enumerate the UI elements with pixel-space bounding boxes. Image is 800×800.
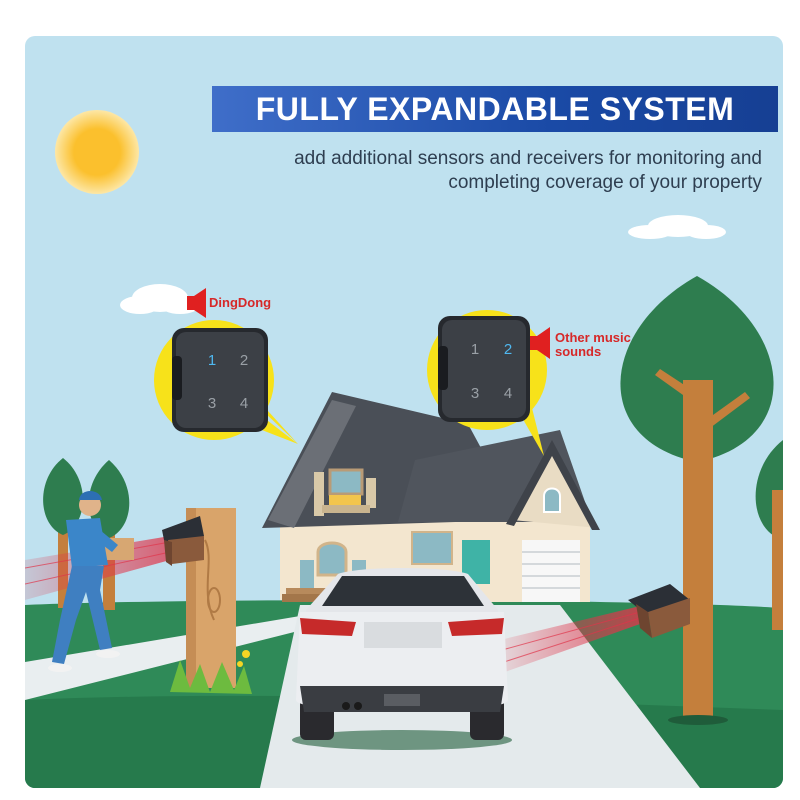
laser-beam-right	[500, 606, 640, 672]
suv-car	[292, 568, 512, 750]
chime-receiver-2: 1 2 3 4	[438, 316, 530, 422]
chime-receiver-1: 1 2 3 4	[172, 328, 268, 432]
dingdong-label: DingDong	[209, 295, 272, 310]
receiver-1-key-3: 3	[208, 395, 216, 412]
other-music-label-line-1: Other music	[555, 330, 631, 345]
sun-icon	[55, 110, 139, 194]
tree-icon	[620, 276, 774, 725]
receiver-2-key-3: 3	[471, 385, 479, 402]
cloud-icon	[628, 215, 726, 239]
headline-title: FULLY EXPANDABLE SYSTEM	[255, 91, 735, 127]
tree-icon	[43, 458, 83, 608]
headline-banner: FULLY EXPANDABLE SYSTEM	[212, 86, 778, 132]
speaker-icon	[530, 327, 550, 359]
receiver-1-key-4: 4	[240, 395, 248, 412]
receiver-2-key-4: 4	[504, 385, 512, 402]
motion-sensor	[162, 516, 204, 566]
speaker-icon	[187, 288, 206, 318]
delivery-person	[48, 491, 134, 672]
subtitle-line-2: completing coverage of your property	[448, 172, 762, 193]
receiver-1-key-2: 2	[240, 352, 248, 369]
motion-sensor	[628, 584, 690, 638]
tree-icon	[755, 440, 783, 630]
receiver-2-key-1: 1	[471, 341, 479, 358]
walkway	[25, 616, 318, 700]
other-music-label-line-2: sounds	[555, 344, 602, 359]
receiver-2-key-2: 2	[504, 341, 512, 358]
subtitle-line-1: add additional sensors and receivers for…	[294, 148, 762, 169]
receiver-1-key-1: 1	[208, 352, 216, 369]
